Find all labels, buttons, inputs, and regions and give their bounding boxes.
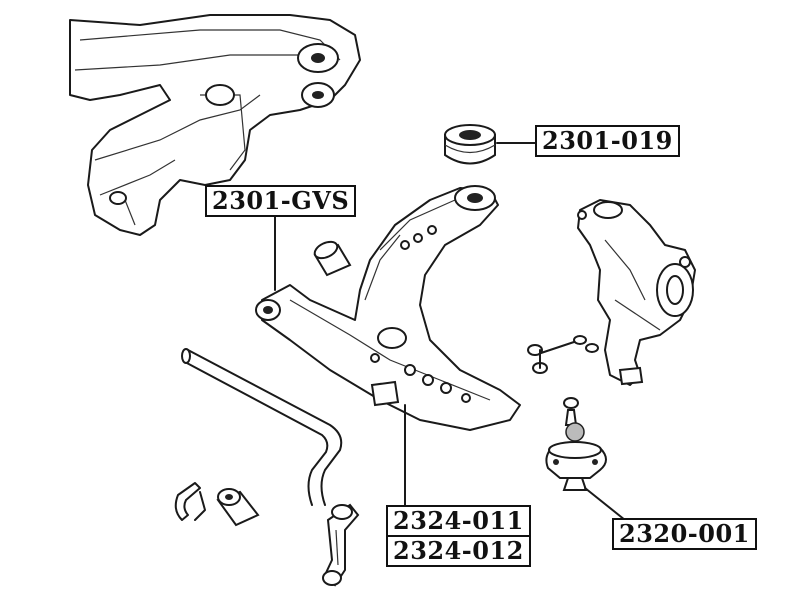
sleeve-bushing-drawing [313,240,352,277]
part-label-ball-joint: 2320-001 [612,518,757,550]
leader-line-ball-joint [584,487,626,521]
stabilizer-bar-drawing [181,348,343,506]
part-label-control-arm-right: 2324-012 [386,537,531,567]
part-label-bushing-rear: 2301-019 [535,125,680,157]
steering-knuckle-drawing [577,199,696,386]
ball-joint-drawing [545,397,607,491]
control-arm-drawing [255,185,521,431]
part-label-control-arm-left: 2324-011 [386,505,531,537]
stabilizer-bushing-drawing [174,482,260,527]
stabilizer-link-drawing [322,503,360,587]
subframe-drawing [69,14,361,236]
part-label-bushing-front: 2301-GVS [205,185,357,217]
part-label-stack-control-arm: 2324-011 2324-012 [386,505,531,567]
bolt-assembly-drawing [527,335,599,374]
rear-bushing-drawing [444,124,496,165]
